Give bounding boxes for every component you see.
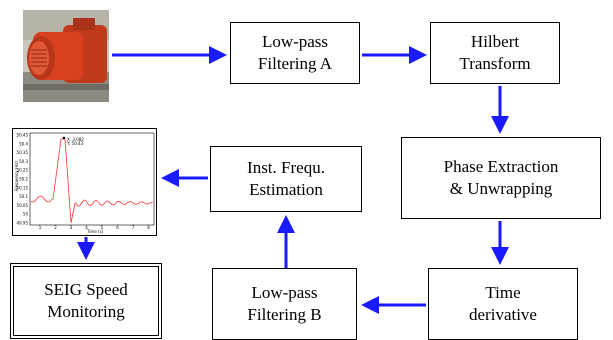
low-pass-filtering-a-label: Low-pass Filtering A (257, 32, 333, 73)
time-derivative-label: Time derivative (469, 283, 537, 324)
plot-y-tick: 50 (23, 212, 29, 217)
plot-y-tick: 50.2 (19, 177, 28, 182)
hilbert-transform-box: Hilbert Transform (430, 22, 560, 84)
plot-x-tick: 1 (39, 225, 42, 230)
plot-y-tick: 49.95 (17, 221, 29, 226)
plot-x-tick: 8 (147, 225, 150, 230)
peak-marker (62, 136, 66, 140)
motor-photo (23, 10, 109, 102)
peak-annotation-x: X: 3.082 (67, 137, 84, 142)
low-pass-filtering-b-label: Low-pass Filtering B (247, 283, 322, 324)
phase-extraction-box: Phase Extraction & Unwrapping (401, 137, 601, 219)
hilbert-transform-label: Hilbert Transform (459, 32, 531, 73)
low-pass-filtering-b-box: Low-pass Filtering B (212, 268, 357, 340)
plot-x-tick: 6 (116, 225, 119, 230)
inst-freq-estimation-box: Inst. Frequ. Estimation (210, 146, 362, 212)
phase-extraction-label: Phase Extraction & Unwrapping (443, 157, 559, 198)
low-pass-filtering-a-box: Low-pass Filtering A (230, 22, 360, 84)
plot-y-tick: 50.1 (19, 194, 28, 199)
plot-y-tick: 50.15 (17, 185, 29, 190)
frequency-plot-thumbnail: 50.45 50.4 50.35 50.3 50.25 50.2 50.15 50.1 50.0… (12, 128, 157, 236)
seig-speed-monitoring-box: SEIG Speed Monitoring (10, 263, 162, 339)
plot-y-tick: 50.3 (19, 159, 28, 164)
plot-y-tick: 50.25 (17, 168, 29, 173)
plot-y-tick: 50.05 (17, 203, 29, 208)
plot-x-tick: 2 (54, 225, 57, 230)
plot-xlabel: Time (s) (86, 229, 104, 234)
plot-x-tick: 4 (85, 225, 88, 230)
plot-x-tick: 7 (132, 225, 135, 230)
inst-freq-estimation-label: Inst. Frequ. Estimation (247, 158, 325, 199)
time-derivative-box: Time derivative (428, 268, 578, 340)
plot-y-tick: 50.35 (17, 150, 29, 155)
peak-annotation-y: Y: 50.43 (66, 141, 83, 146)
plot-y-tick: 50.45 (17, 133, 29, 138)
plot-y-tick: 50.4 (19, 141, 28, 146)
seig-speed-monitoring-label: SEIG Speed Monitoring (44, 280, 128, 321)
plot-x-tick: 3 (70, 225, 73, 230)
plot-ylabel: Frequency (Hz) (14, 160, 19, 191)
frequency-series-line (30, 138, 154, 224)
plot-x-tick: 5 (101, 225, 104, 230)
